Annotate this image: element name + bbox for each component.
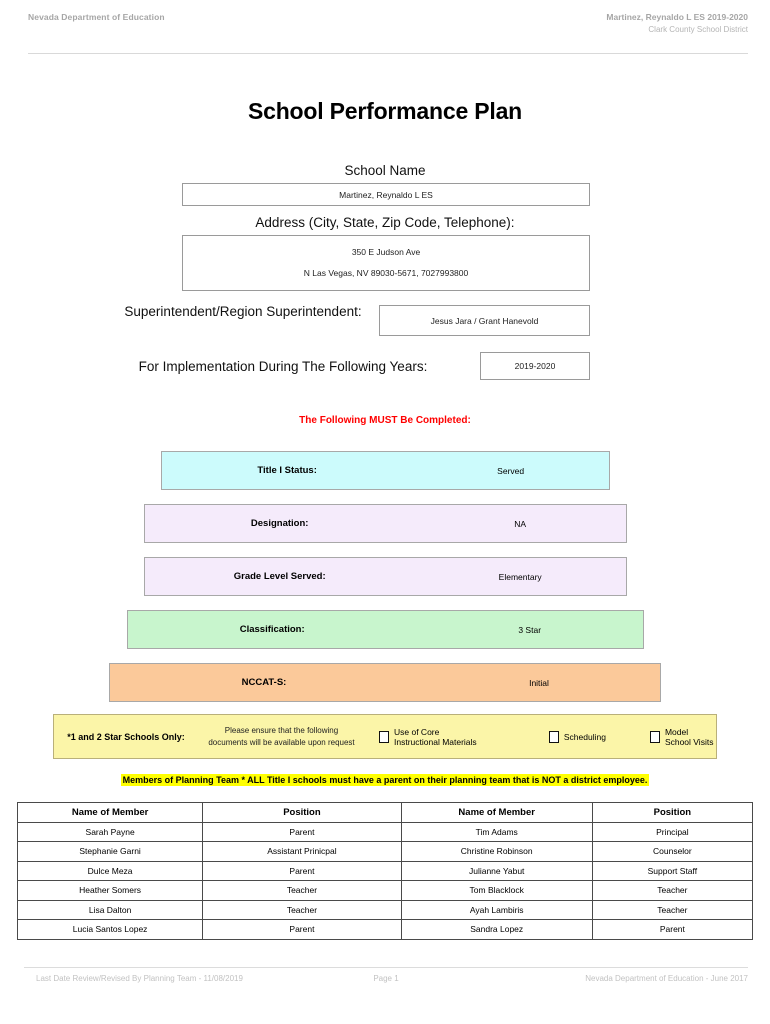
member-name: Dulce Meza (16, 860, 204, 881)
status-bar-grade-level[interactable]: Grade Level Served: Elementary (144, 557, 627, 596)
member-name: Christine Robinson (400, 841, 593, 862)
member-position: Principal (591, 821, 754, 842)
checkbox-icon[interactable] (379, 730, 389, 743)
status-bar-classification-value: 3 Star (518, 624, 542, 635)
header-district: Clark County School District (648, 25, 748, 34)
header-agency-name: Nevada Department of Education (28, 12, 165, 22)
table-row[interactable]: Dulce Meza Parent Julianne Yabut Support… (16, 860, 754, 881)
footer-source: Nevada Department of Education - June 20… (585, 974, 748, 983)
status-bar-designation-label: Designation: (250, 518, 309, 529)
checkbox-model-school-visits-label: Model School Visits (664, 726, 714, 747)
status-bar-title-i[interactable]: Title I Status: Served (161, 451, 610, 490)
checkbox-icon[interactable] (649, 730, 660, 743)
member-position: Support Staff (591, 860, 754, 881)
status-bar-grade-level-label: Grade Level Served: (233, 571, 326, 582)
status-bar-designation-value: NA (514, 518, 527, 529)
header-school-info: Martinez, Reynaldo L ES 2019-2020 Clark … (606, 12, 748, 34)
address-line-1: 350 E Judson Ave (351, 246, 421, 257)
table-header-row: Name of Member Position Name of Member P… (16, 802, 754, 823)
status-bar-title-i-value: Served (497, 465, 525, 476)
planning-team-table: Name of Member Position Name of Member P… (16, 802, 754, 940)
header-divider (28, 53, 748, 54)
member-name: Tim Adams (400, 821, 593, 842)
member-position: Teacher (202, 899, 402, 920)
status-bar-nccat-s[interactable]: NCCAT-S: Initial (109, 663, 661, 702)
table-body: Sarah Payne Parent Tim Adams Principal S… (16, 821, 754, 940)
checkbox-scheduling-label: Scheduling (563, 731, 606, 742)
member-position: Parent (202, 860, 402, 881)
status-bar-nccat-s-label: NCCAT-S: (241, 677, 287, 688)
header-school-year: Martinez, Reynaldo L ES 2019-2020 (606, 12, 748, 22)
checkbox-scheduling[interactable]: Scheduling (548, 730, 606, 743)
member-name: Lisa Dalton (16, 899, 204, 920)
member-position: Parent (202, 821, 402, 842)
status-bar-classification-label: Classification: (239, 624, 305, 635)
must-complete-notice: The Following MUST Be Completed: (299, 415, 471, 426)
member-name: Julianne Yabut (400, 860, 593, 881)
member-position: Assistant Prinicpal (202, 841, 402, 862)
member-position: Counselor (591, 841, 754, 862)
table-row[interactable]: Heather Somers Teacher Tom Blacklock Tea… (16, 880, 754, 901)
table-row[interactable]: Lisa Dalton Teacher Ayah Lambiris Teache… (16, 899, 754, 920)
school-name-label: School Name (344, 163, 426, 178)
member-position: Teacher (591, 899, 754, 920)
star-schools-note-line-2: documents will be available upon request (208, 737, 355, 747)
checkbox-model-school-visits[interactable]: Model School Visits (649, 726, 716, 747)
member-position: Parent (591, 919, 754, 940)
checkbox-core-instructional-materials-label: Use of Core Instructional Materials (394, 726, 477, 747)
planning-team-note: Members of Planning Team * ALL Title I s… (0, 770, 770, 788)
address-label: Address (City, State, Zip Code, Telephon… (255, 215, 515, 230)
member-position: Teacher (591, 880, 754, 901)
page-footer: Last Date Review/Revised By Planning Tea… (24, 974, 748, 988)
checkbox-icon[interactable] (548, 730, 559, 743)
status-bar-title-i-label: Title I Status: (257, 465, 317, 476)
star-schools-band: *1 and 2 Star Schools Only: Please ensur… (53, 714, 717, 759)
page-title: School Performance Plan (247, 98, 523, 124)
superintendent-field[interactable]: Jesus Jara / Grant Hanevold (379, 305, 590, 336)
member-position: Parent (202, 919, 402, 940)
footer-divider (24, 967, 748, 968)
member-name: Ayah Lambiris (400, 899, 593, 920)
column-header-position-1: Position (202, 802, 402, 823)
address-field[interactable]: 350 E Judson Ave N Las Vegas, NV 89030-5… (182, 235, 590, 291)
star-schools-checkbox-group: Use of Core Instructional Materials Sche… (369, 727, 716, 747)
checkbox-core-instructional-materials[interactable]: Use of Core Instructional Materials (379, 727, 487, 747)
page-header: Nevada Department of Education Martinez,… (28, 12, 748, 52)
column-header-name-2: Name of Member (400, 802, 593, 823)
implementation-years-field[interactable]: 2019-2020 (480, 352, 590, 380)
address-line-2: N Las Vegas, NV 89030-5671, 7027993800 (303, 267, 469, 278)
member-name: Heather Somers (16, 880, 204, 901)
column-header-position-2: Position (591, 802, 754, 823)
table-row[interactable]: Stephanie Garni Assistant Prinicpal Chri… (16, 841, 754, 862)
table-row[interactable]: Lucia Santos Lopez Parent Sandra Lopez P… (16, 919, 754, 940)
planning-team-note-text: Members of Planning Team * ALL Title I s… (120, 774, 650, 786)
status-bar-grade-level-value: Elementary (498, 571, 542, 582)
star-schools-note-line-1: Please ensure that the following (224, 725, 339, 735)
member-name: Stephanie Garni (16, 841, 204, 862)
status-bar-nccat-s-value: Initial (529, 677, 549, 688)
star-schools-title: *1 and 2 Star Schools Only: (67, 731, 185, 742)
column-header-name-1: Name of Member (16, 802, 204, 823)
member-name: Sarah Payne (16, 821, 204, 842)
footer-last-review-date: Last Date Review/Revised By Planning Tea… (36, 974, 243, 983)
school-name-field[interactable]: Martinez, Reynaldo L ES (182, 183, 590, 206)
star-schools-note: Please ensure that the following documen… (194, 725, 369, 748)
implementation-years-label: For Implementation During The Following … (138, 359, 428, 374)
member-name: Sandra Lopez (400, 919, 593, 940)
status-bar-classification[interactable]: Classification: 3 Star (127, 610, 644, 649)
member-name: Lucia Santos Lopez (16, 919, 204, 940)
superintendent-label: Superintendent/Region Superintendent: (124, 304, 362, 319)
member-name: Tom Blacklock (400, 880, 593, 901)
status-bar-designation[interactable]: Designation: NA (144, 504, 627, 543)
footer-page-number: Page 1 (373, 974, 399, 983)
member-position: Teacher (202, 880, 402, 901)
table-row[interactable]: Sarah Payne Parent Tim Adams Principal (16, 821, 754, 842)
